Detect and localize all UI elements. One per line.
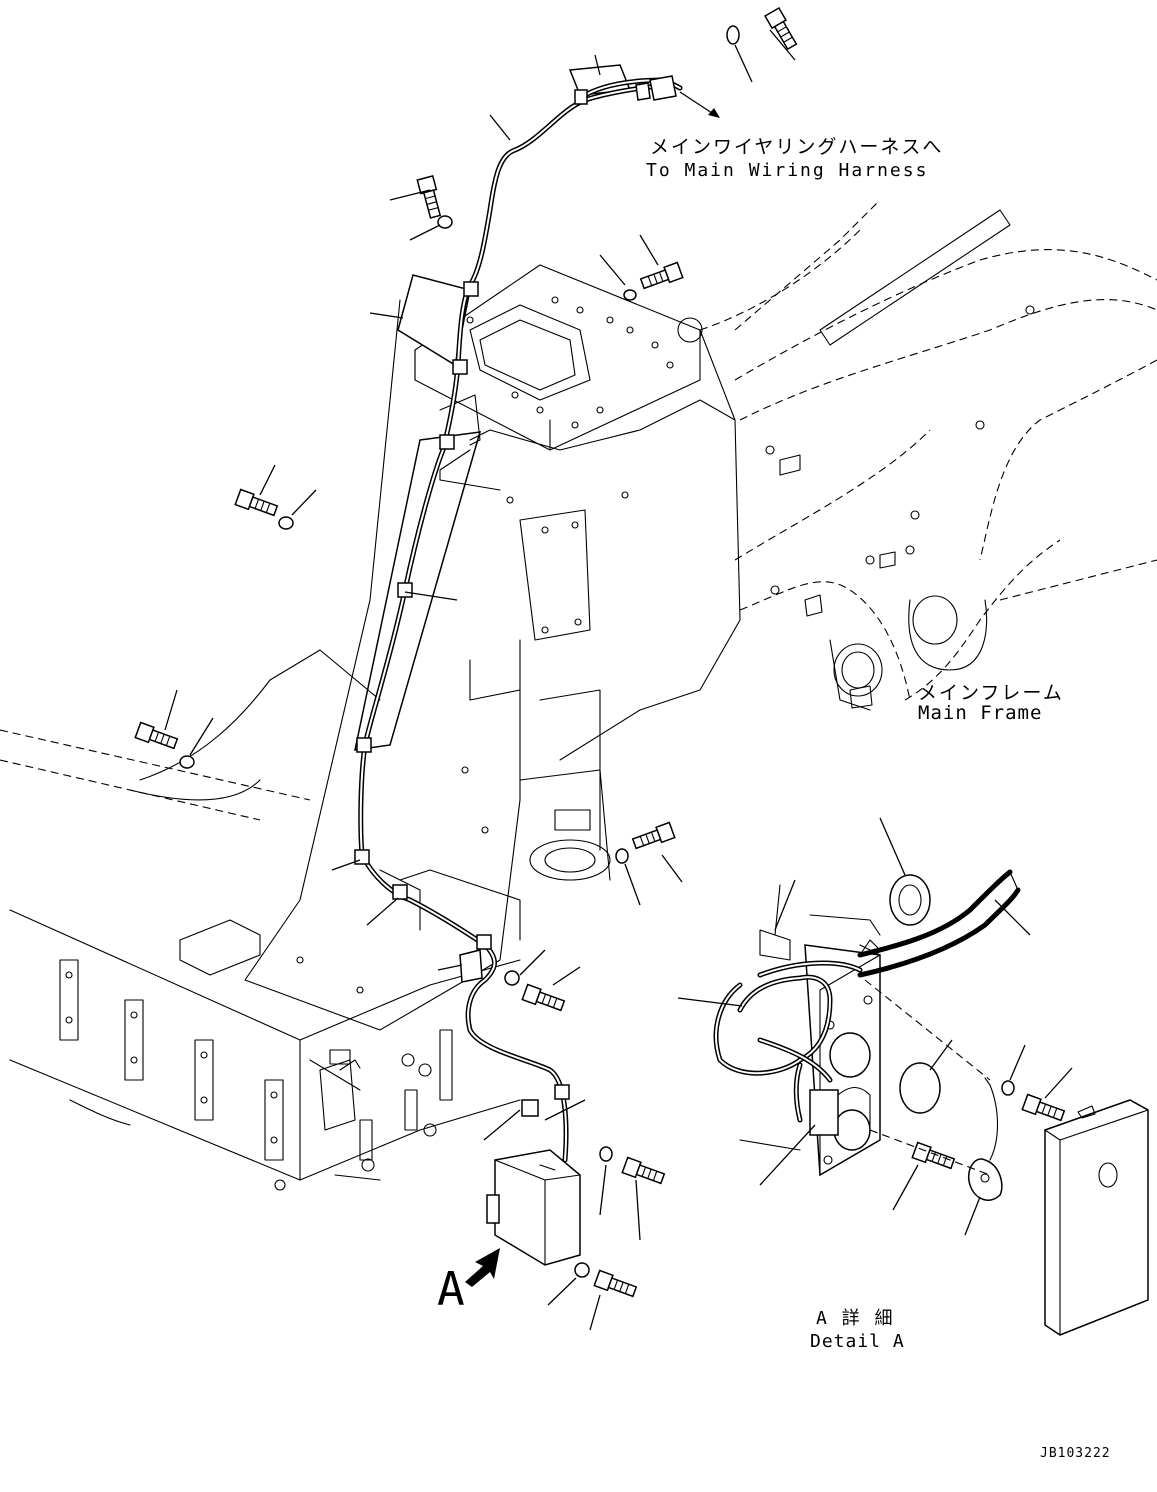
detail-label-en: Detail A <box>810 1331 905 1352</box>
component-box <box>465 1149 581 1287</box>
main-frame-label-en: Main Frame <box>918 702 1043 724</box>
bolt-7 <box>521 983 566 1012</box>
lower-frame <box>0 649 521 1191</box>
bolt-5 <box>134 721 179 750</box>
washer-10 <box>1001 1080 1015 1096</box>
bolt-1 <box>764 6 798 51</box>
main-frame-label-jp: メインフレーム <box>918 682 1064 704</box>
washer-5 <box>179 755 195 769</box>
view-marker-a: A <box>437 1262 465 1316</box>
wiring-harness <box>358 75 683 1163</box>
bolt-4 <box>234 488 279 517</box>
bolt-2 <box>416 175 442 219</box>
brackets <box>354 64 632 983</box>
view-arrow <box>465 1248 500 1287</box>
washer-2 <box>437 215 453 229</box>
washer-6 <box>615 848 629 864</box>
bolt-6 <box>631 821 676 850</box>
washer-1 <box>726 25 740 45</box>
bolt-10 <box>1021 1093 1066 1122</box>
frame-tabs <box>59 959 284 1161</box>
washer-8 <box>599 1146 613 1162</box>
leader-lines <box>164 29 1073 1331</box>
bolt-11 <box>911 1141 956 1170</box>
fasteners <box>134 6 1066 1298</box>
washer-4 <box>278 516 294 530</box>
main-harness-label-jp: メインワイヤリングハーネスへ <box>650 136 944 158</box>
detail-label-jp: A 詳 細 <box>816 1308 895 1329</box>
harness-clips <box>354 89 588 1100</box>
bolt-9 <box>593 1269 638 1298</box>
tower-structure <box>244 264 736 1031</box>
bolt-3 <box>639 261 684 290</box>
main-harness-label-en: To Main Wiring Harness <box>646 160 929 181</box>
bolt-8 <box>621 1156 666 1185</box>
washer-7 <box>504 970 520 986</box>
washer-3 <box>623 289 637 301</box>
detail-a-assembly <box>713 869 1149 1336</box>
main-frame-body <box>559 199 1157 761</box>
drawing-number: JB103222 <box>1040 1446 1111 1461</box>
nut <box>521 1099 539 1117</box>
washer-9 <box>574 1262 590 1278</box>
